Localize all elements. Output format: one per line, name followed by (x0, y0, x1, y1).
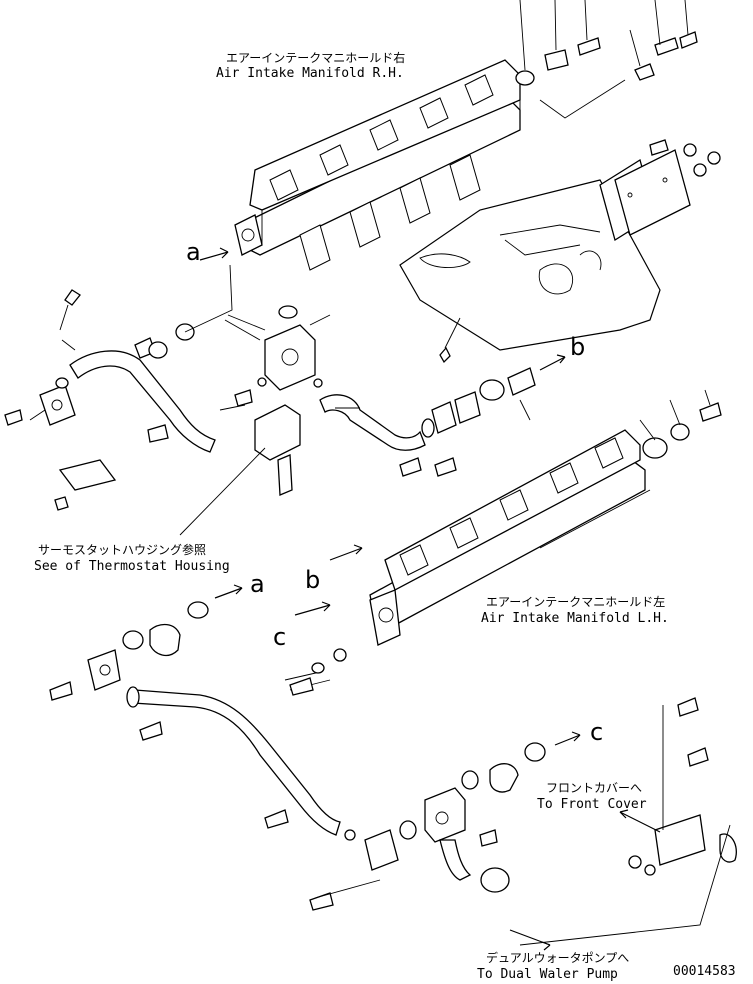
front-cover-label-jp: フロントカバーへ (546, 781, 642, 795)
drawing-number: 00014583 (673, 964, 736, 979)
marker-a-left: a (186, 238, 201, 266)
marker-a-mid: a (250, 570, 265, 598)
marker-b-right: b (570, 333, 585, 361)
thermostat-label-jp: サーモスタットハウジング参照 (38, 542, 206, 557)
thermostat-label-en: See of Thermostat Housing (34, 559, 230, 574)
manifold-rh-label-en: Air Intake Manifold R.H. (216, 66, 404, 81)
marker-b-left: b (305, 566, 320, 594)
marker-c-right: c (590, 718, 603, 746)
lower-left-pipe-assembly (49, 601, 399, 911)
lower-right-assembly (399, 697, 737, 946)
marker-c-left: c (273, 623, 286, 651)
manifold-lh-label-en: Air Intake Manifold L.H. (481, 611, 669, 626)
thermostat-leader-line (179, 447, 266, 536)
air-intake-manifold-lh (369, 429, 651, 646)
engine-block-outline (399, 179, 661, 351)
thermostat-housing-block (224, 305, 331, 496)
front-cover-label-en: To Front Cover (537, 797, 647, 812)
manifold-lh-label-jp: エアーインテークマニホールド左 (486, 594, 665, 609)
middle-pipe-assembly (319, 317, 536, 477)
air-intake-manifold-rh (234, 59, 521, 271)
water-pump-label-jp: デュアルウォータポンプへ (486, 950, 629, 965)
connection-arrows (199, 247, 661, 951)
water-pump-label-en: To Dual Waler Pump (477, 967, 618, 982)
left-upper-pipe-assembly (4, 264, 246, 511)
manifold-rh-label-jp: エアーインテークマニホールド右 (226, 50, 405, 65)
top-right-fasteners (515, 0, 721, 242)
right-mid-fasteners (639, 389, 722, 459)
